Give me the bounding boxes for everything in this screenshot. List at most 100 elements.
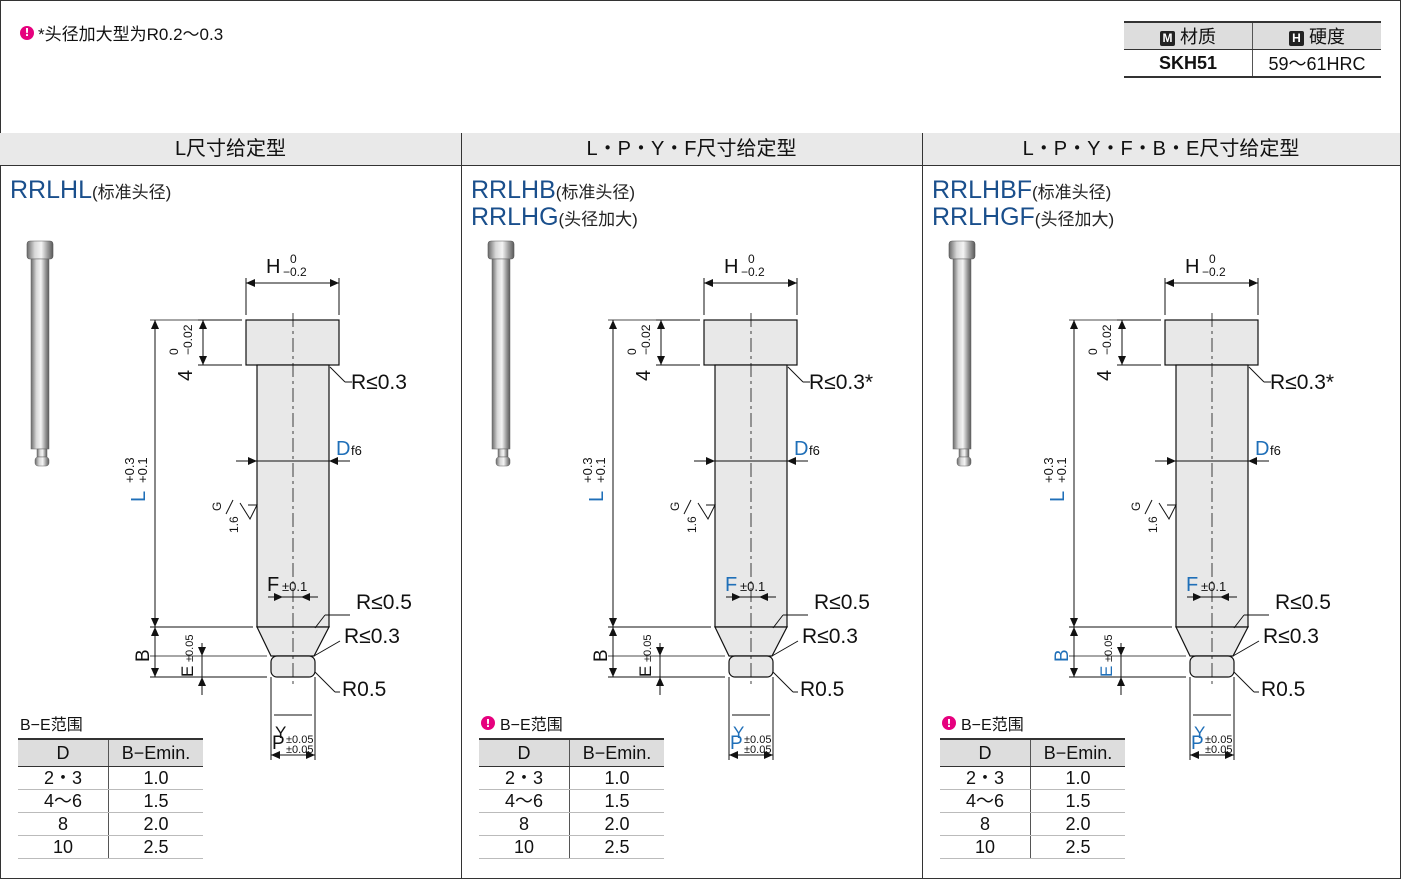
range-cell: 4〜6 <box>940 789 1031 813</box>
l-tol-lower: +0.1 <box>1054 457 1069 483</box>
range-header: B−Emin. <box>108 738 203 767</box>
range-cell: 2.0 <box>1030 812 1125 836</box>
e-label: E <box>636 666 655 677</box>
range-cell: 10 <box>479 835 570 859</box>
arrow-head <box>1190 751 1199 759</box>
range-header: D <box>479 738 570 767</box>
range-cell: 1.0 <box>1030 766 1125 790</box>
l-tol-upper: +0.3 <box>580 457 595 483</box>
r4-leader <box>772 671 794 693</box>
range-cell: 2.0 <box>108 812 203 836</box>
h-tol-upper: 0 <box>290 252 297 266</box>
head-tol-upper: 0 <box>625 348 639 355</box>
r4-label: R0.5 <box>1261 678 1305 701</box>
e-tol: ±0.05 <box>642 635 654 662</box>
r3-leader <box>771 640 799 657</box>
arrow-head <box>330 279 339 287</box>
l-label: L <box>586 491 608 502</box>
pin-photo <box>487 240 515 467</box>
model-code: RRLHG(头径加大) <box>471 203 638 231</box>
p-tol: ±0.05 <box>286 744 313 756</box>
range-cell: 1.0 <box>108 766 203 790</box>
pin-photo <box>948 240 976 467</box>
arrow-head <box>1070 627 1078 636</box>
range-cell: 10 <box>940 835 1031 859</box>
l-tol-upper: +0.3 <box>122 457 137 483</box>
y-tol: ±0.05 <box>744 734 771 746</box>
p-tol: ±0.05 <box>1205 744 1232 756</box>
range-cell: 2.5 <box>569 835 664 859</box>
r1-label: R≤0.3* <box>809 371 873 394</box>
arrow-head <box>787 457 796 465</box>
arrow-head <box>764 751 773 759</box>
f-label: F <box>725 574 737 596</box>
arrow-head <box>1118 320 1126 329</box>
f-tol: ±0.1 <box>1201 579 1226 594</box>
arrow-head <box>657 320 665 329</box>
panel-title: L・P・Y・F尺寸给定型 <box>461 133 922 166</box>
arrow-head <box>306 751 315 759</box>
arrow-head <box>246 279 255 287</box>
r1-leader <box>787 366 804 383</box>
range-header: D <box>18 738 109 767</box>
head-tol-lower: −0.02 <box>1100 324 1114 355</box>
arrow-head <box>656 647 664 656</box>
r3-label: R≤0.3 <box>1263 625 1319 648</box>
range-title: !B−E范围 <box>942 711 1024 735</box>
h-label: H <box>1185 256 1199 278</box>
b-label: B <box>133 649 154 662</box>
model-code: RRLHB(标准头径) <box>471 176 636 204</box>
range-cell: 2.5 <box>108 835 203 859</box>
arrow-head <box>706 457 715 465</box>
d-label: D <box>336 438 350 460</box>
h-tol-lower: −0.2 <box>283 265 307 279</box>
r2-label: R≤0.5 <box>1275 591 1331 614</box>
head-label: 4 <box>1094 370 1116 381</box>
arrow-head <box>1070 618 1078 627</box>
l-tol-lower: +0.1 <box>593 457 608 483</box>
model-code: RRLHBF(标准头径) <box>932 176 1112 204</box>
arrow-head <box>1117 647 1125 656</box>
material-badge-icon: M <box>1160 31 1175 46</box>
range-cell: 2・3 <box>940 766 1031 790</box>
y-tol: ±0.05 <box>1205 734 1232 746</box>
hardness-badge-icon: H <box>1289 31 1304 46</box>
f-label: F <box>267 574 279 596</box>
hardness-value: 59〜61HRC <box>1252 49 1381 78</box>
f-tol: ±0.1 <box>740 579 765 594</box>
arrow-head <box>609 320 617 329</box>
d-tol: f6 <box>351 443 362 458</box>
roughness-symbol-icon <box>239 502 258 521</box>
roughness-value: 1.6 <box>227 516 241 533</box>
p-tol: ±0.05 <box>744 744 771 756</box>
d-tol: f6 <box>809 443 820 458</box>
arrow-head <box>1117 677 1125 686</box>
r1-label: R≤0.3* <box>1270 371 1334 394</box>
p-label: P <box>1191 733 1204 754</box>
head-tol-lower: −0.02 <box>639 324 653 355</box>
pin-section <box>1164 319 1259 678</box>
e-label: E <box>178 666 197 677</box>
arrow-head <box>1118 356 1126 365</box>
panel-separator <box>922 133 923 878</box>
r2-leader <box>1233 614 1245 629</box>
r3-leader <box>313 640 341 657</box>
r4-label: R0.5 <box>800 678 844 701</box>
range-note-pin-icon: ! <box>481 716 495 730</box>
head-label: 4 <box>175 370 197 381</box>
arrow-head <box>759 593 768 601</box>
range-header: B−Emin. <box>569 738 664 767</box>
range-cell: 4〜6 <box>479 789 570 813</box>
range-cell: 1.5 <box>108 789 203 813</box>
roughness-leader <box>225 499 234 515</box>
range-cell: 2・3 <box>18 766 109 790</box>
arrow-head <box>729 751 738 759</box>
